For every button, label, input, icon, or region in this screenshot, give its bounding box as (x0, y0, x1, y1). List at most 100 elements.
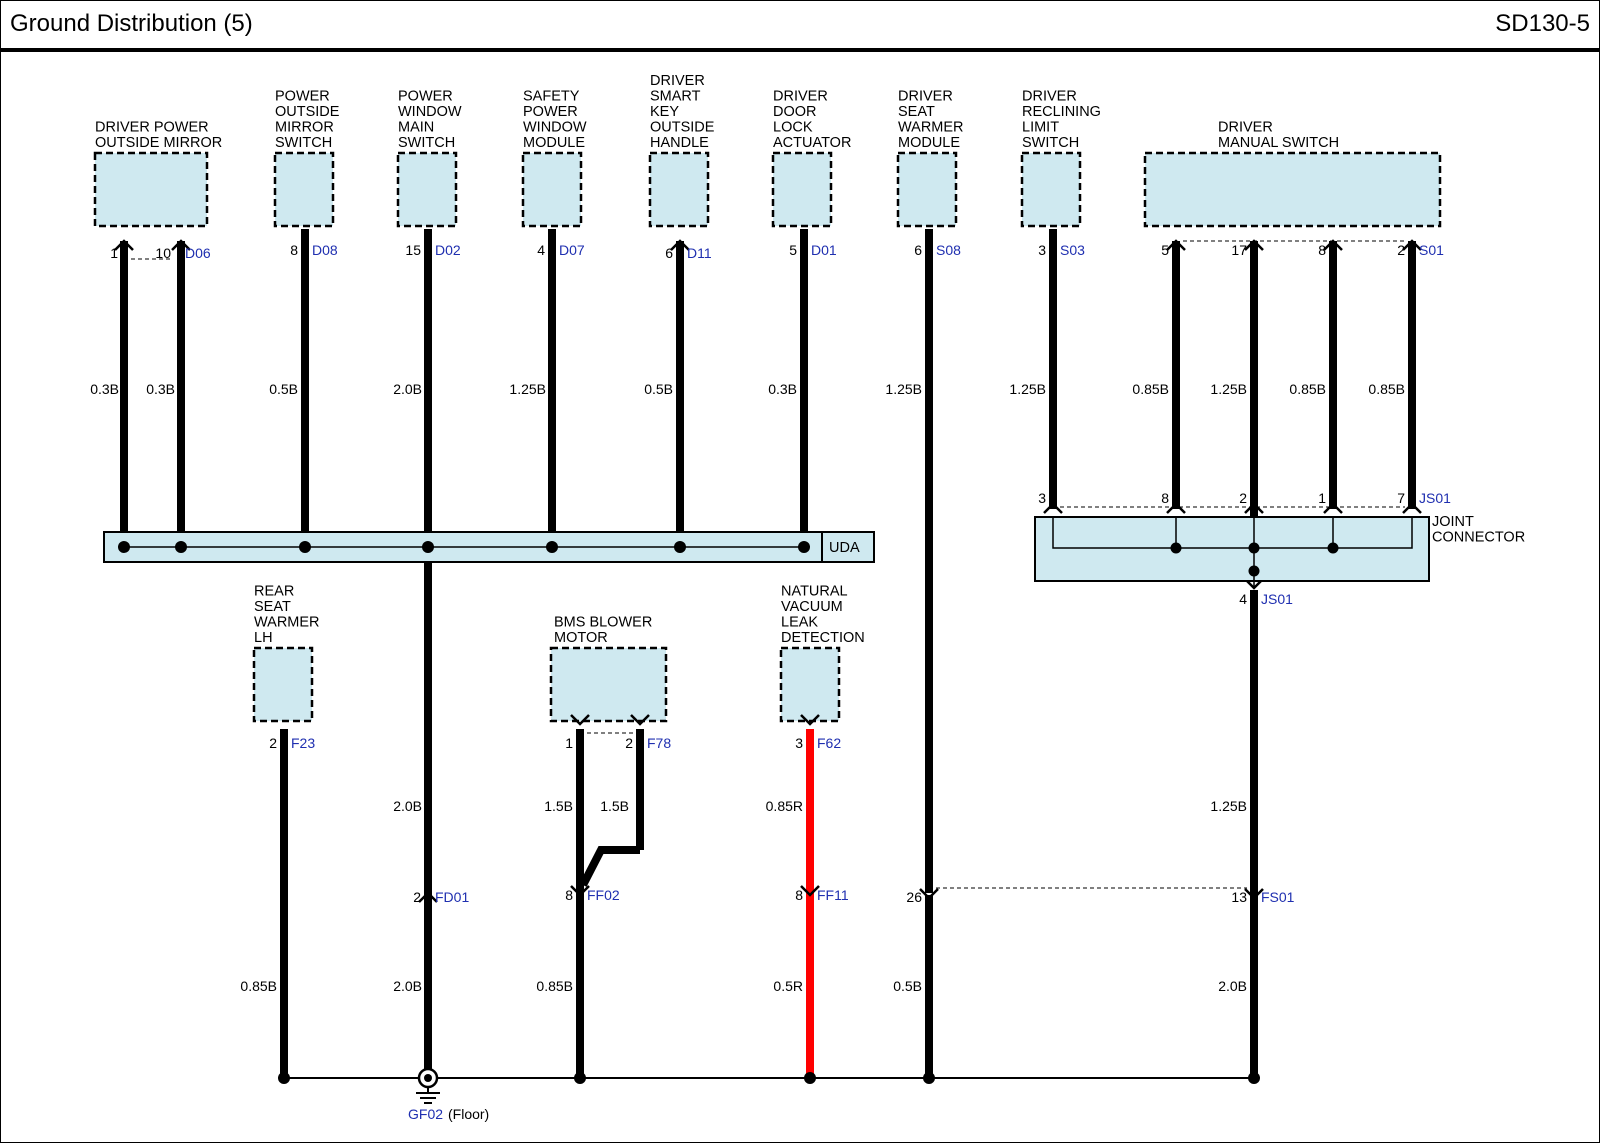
connector-id: FD01 (435, 889, 469, 905)
power-outside-mirror-switch-label: POWER (275, 89, 330, 105)
joint-connector-label: JOINT (1432, 514, 1474, 530)
uda-label: UDA (829, 540, 860, 556)
power-outside-mirror-switch-label: MIRROR (275, 120, 334, 136)
terminal-marker (1043, 502, 1063, 514)
terminal-marker (1402, 502, 1422, 514)
pin-number: 8 (1318, 242, 1326, 258)
wire-size-label: 0.85B (1368, 381, 1405, 397)
pin-number: 2 (1239, 490, 1247, 506)
natural-vacuum-leak-detection-label: LEAK (781, 615, 818, 631)
wire-size-label: 0.3B (768, 381, 797, 397)
connector-id: JS01 (1419, 490, 1451, 506)
pin-number: 1 (565, 735, 573, 751)
pin-number: 17 (1231, 242, 1247, 258)
safety-power-window-module-label: WINDOW (523, 120, 587, 136)
power-window-main-switch-label: WINDOW (398, 104, 462, 120)
power-window-main-switch-label: SWITCH (398, 135, 455, 151)
driver-reclining-limit-switch-box (1020, 151, 1082, 228)
wire-size-label: 0.85B (1132, 381, 1169, 397)
connector-id: FF02 (587, 887, 620, 903)
natural-vacuum-leak-detection-label: DETECTION (781, 630, 865, 646)
splice-node (804, 1072, 816, 1084)
wire-size-label: 1.5B (600, 798, 629, 814)
connector-id: D01 (811, 242, 837, 258)
driver-smart-key-outside-handle-label: OUTSIDE (650, 120, 715, 136)
driver-manual-switch-box (1143, 151, 1442, 228)
splice-node (118, 541, 130, 553)
bms-blower-motor-label: BMS BLOWER (554, 615, 652, 631)
splice-node (422, 541, 434, 553)
connector-id: JS01 (1261, 591, 1293, 607)
power-window-main-switch-label: MAIN (398, 120, 434, 136)
pin-number: 13 (1231, 889, 1247, 905)
connector-id: S01 (1419, 242, 1444, 258)
ground-location: (Floor) (448, 1106, 489, 1122)
driver-power-outside-mirror-box (93, 151, 209, 228)
connector-id: D08 (312, 242, 338, 258)
natural-vacuum-leak-detection-label: NATURAL (781, 584, 848, 600)
joint-bus (1052, 517, 1413, 549)
wire-size-label: 1.25B (509, 381, 546, 397)
driver-power-outside-mirror-label: DRIVER POWER (95, 120, 209, 136)
driver-reclining-limit-switch-label: SWITCH (1022, 135, 1079, 151)
wire (579, 846, 640, 887)
pin-number: 3 (795, 735, 803, 751)
natural-vacuum-leak-detection-label: VACUUM (781, 599, 843, 615)
connector-id: D11 (687, 245, 712, 261)
wire-size-label: 1.5B (544, 798, 573, 814)
terminal-marker (800, 885, 820, 897)
splice-node (923, 1072, 935, 1084)
joint-connector-box (1034, 516, 1430, 582)
wire-size-label: 0.5B (893, 978, 922, 994)
splice-node (674, 541, 686, 553)
connector-id: D06 (185, 245, 211, 261)
pin-number: 1 (1318, 490, 1326, 506)
connector-id: D02 (435, 242, 461, 258)
natural-vacuum-leak-detection-box (779, 646, 841, 723)
pin-number: 8 (1161, 490, 1169, 506)
rear-seat-warmer-lh-label: WARMER (254, 615, 320, 631)
pin-number: 6 (914, 242, 922, 258)
connector-id: F62 (817, 735, 841, 751)
pin-number: 3 (1038, 490, 1046, 506)
splice-node (1248, 565, 1260, 577)
terminal-marker (171, 239, 191, 251)
driver-seat-warmer-module-label: WARMER (898, 120, 964, 136)
safety-power-window-module-label: POWER (523, 104, 578, 120)
wire-size-label: 2.0B (1218, 978, 1247, 994)
driver-seat-warmer-module-label: DRIVER (898, 89, 953, 105)
connector-id: S08 (936, 242, 961, 258)
pin-number: 8 (290, 242, 298, 258)
wire-size-label: 0.85R (766, 798, 803, 814)
splice-node (278, 1072, 290, 1084)
pin-number: 26 (906, 889, 922, 905)
pin-number: 7 (1397, 490, 1405, 506)
connector-id: F78 (647, 735, 671, 751)
terminal-marker (114, 239, 134, 251)
pin-number: 5 (789, 242, 797, 258)
driver-seat-warmer-module-label: MODULE (898, 135, 960, 151)
rear-seat-warmer-lh-label: SEAT (254, 599, 291, 615)
terminal-marker (919, 888, 939, 900)
terminal-marker (670, 239, 690, 251)
driver-smart-key-outside-handle-label: DRIVER (650, 73, 705, 89)
splice-node (546, 541, 558, 553)
terminal-marker (1166, 239, 1186, 251)
pin-number: 2 (1397, 242, 1405, 258)
splice-node (299, 541, 311, 553)
splice-node (175, 541, 187, 553)
pin-number: 10 (155, 245, 171, 261)
driver-smart-key-outside-handle-label: SMART (650, 89, 701, 105)
rear-seat-warmer-lh-label: REAR (254, 584, 294, 600)
driver-manual-switch-label: DRIVER (1218, 120, 1273, 136)
driver-door-lock-actuator-label: LOCK (773, 120, 813, 136)
wire-size-label: 1.25B (1210, 381, 1247, 397)
pin-number: 3 (1038, 242, 1046, 258)
driver-door-lock-actuator-label: ACTUATOR (773, 135, 851, 151)
splice-node (1248, 542, 1260, 554)
driver-door-lock-actuator-label: DRIVER (773, 89, 828, 105)
wire-size-label: 0.5R (773, 978, 803, 994)
driver-smart-key-outside-handle-label: KEY (650, 104, 679, 120)
pin-number: 2 (269, 735, 277, 751)
